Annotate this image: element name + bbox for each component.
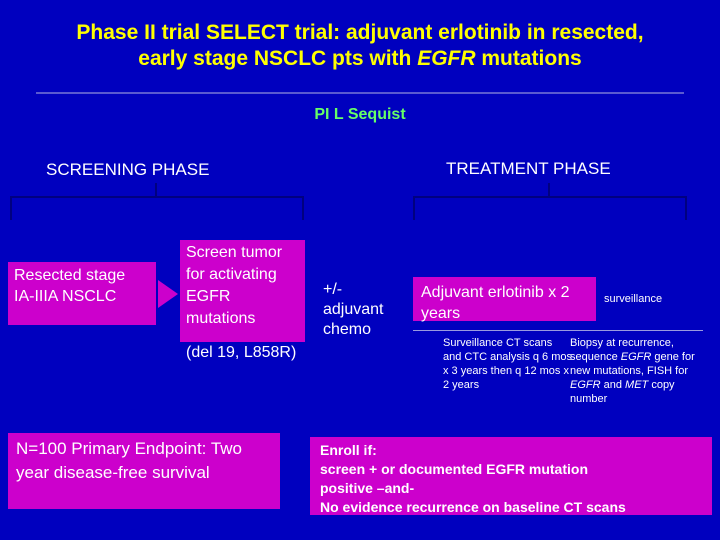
eligibility-criterion-3: No evidence recurrence on baseline CT sc… — [320, 499, 626, 515]
title-line-2-start: early stage NSCLC pts with — [138, 47, 418, 70]
eligibility-criterion-1: screen + or documented EGFR mutation — [320, 461, 588, 477]
slide-title: Phase II trial SELECT trial: adjuvant er… — [18, 20, 702, 72]
biopsy-detail-part-2: gene for new mutations, FISH for — [570, 351, 695, 377]
principal-investigator: PI L Sequist — [314, 106, 406, 123]
title-line-1: Phase II trial SELECT trial: adjuvant er… — [76, 21, 644, 44]
treatment-phase-label: TREATMENT PHASE — [446, 159, 611, 178]
title-gene-name: EGFR — [417, 47, 476, 70]
title-divider — [36, 92, 684, 94]
enrollment-endpoint-box: N=100 Primary Endpoint: Two year disease… — [8, 433, 280, 509]
biopsy-detail-text: Biopsy at recurrence, sequence EGFR gene… — [570, 336, 710, 406]
screen-tumor-box: Screen tumor for activating EGFR mutatio… — [180, 240, 305, 342]
flow-arrow-icon — [158, 280, 178, 308]
screen-tumor-mutations-detail: (del 19, L858R) — [186, 344, 297, 361]
resected-stage-box: Resected stage IA-IIIA NSCLC — [8, 262, 156, 325]
screening-phase-label: SCREENING PHASE — [46, 160, 210, 179]
biopsy-detail-part-4: copy number — [570, 379, 675, 405]
eligibility-box: Enroll if: screen + or documented EGFR m… — [310, 437, 712, 515]
adjuvant-erlotinib-box: Adjuvant erlotinib x 2 years — [413, 277, 596, 322]
treatment-phase-bracket-tick — [548, 183, 550, 197]
biopsy-detail-gene-2: EGFR — [570, 379, 601, 391]
adjuvant-chemo-text: +/- adjuvant chemo — [323, 281, 384, 338]
eligibility-heading: Enroll if: — [320, 442, 377, 458]
screening-phase-bracket — [10, 196, 304, 220]
biopsy-detail-part-1: Biopsy at recurrence, sequence — [570, 337, 674, 363]
biopsy-detail-gene-1: EGFR — [620, 351, 652, 363]
biopsy-detail-gene-3: MET — [625, 379, 649, 391]
surveillance-detail-text: Surveillance CT scans and CTC analysis q… — [443, 337, 572, 391]
title-line-2-end: mutations — [475, 47, 582, 70]
biopsy-detail-part-3: and — [600, 379, 626, 391]
eligibility-criterion-2: positive –and- — [320, 480, 415, 496]
screening-phase-bracket-tick — [155, 183, 157, 197]
treatment-phase-bracket — [413, 196, 687, 220]
surveillance-label: surveillance — [604, 293, 663, 305]
treatment-detail-divider — [413, 330, 703, 331]
